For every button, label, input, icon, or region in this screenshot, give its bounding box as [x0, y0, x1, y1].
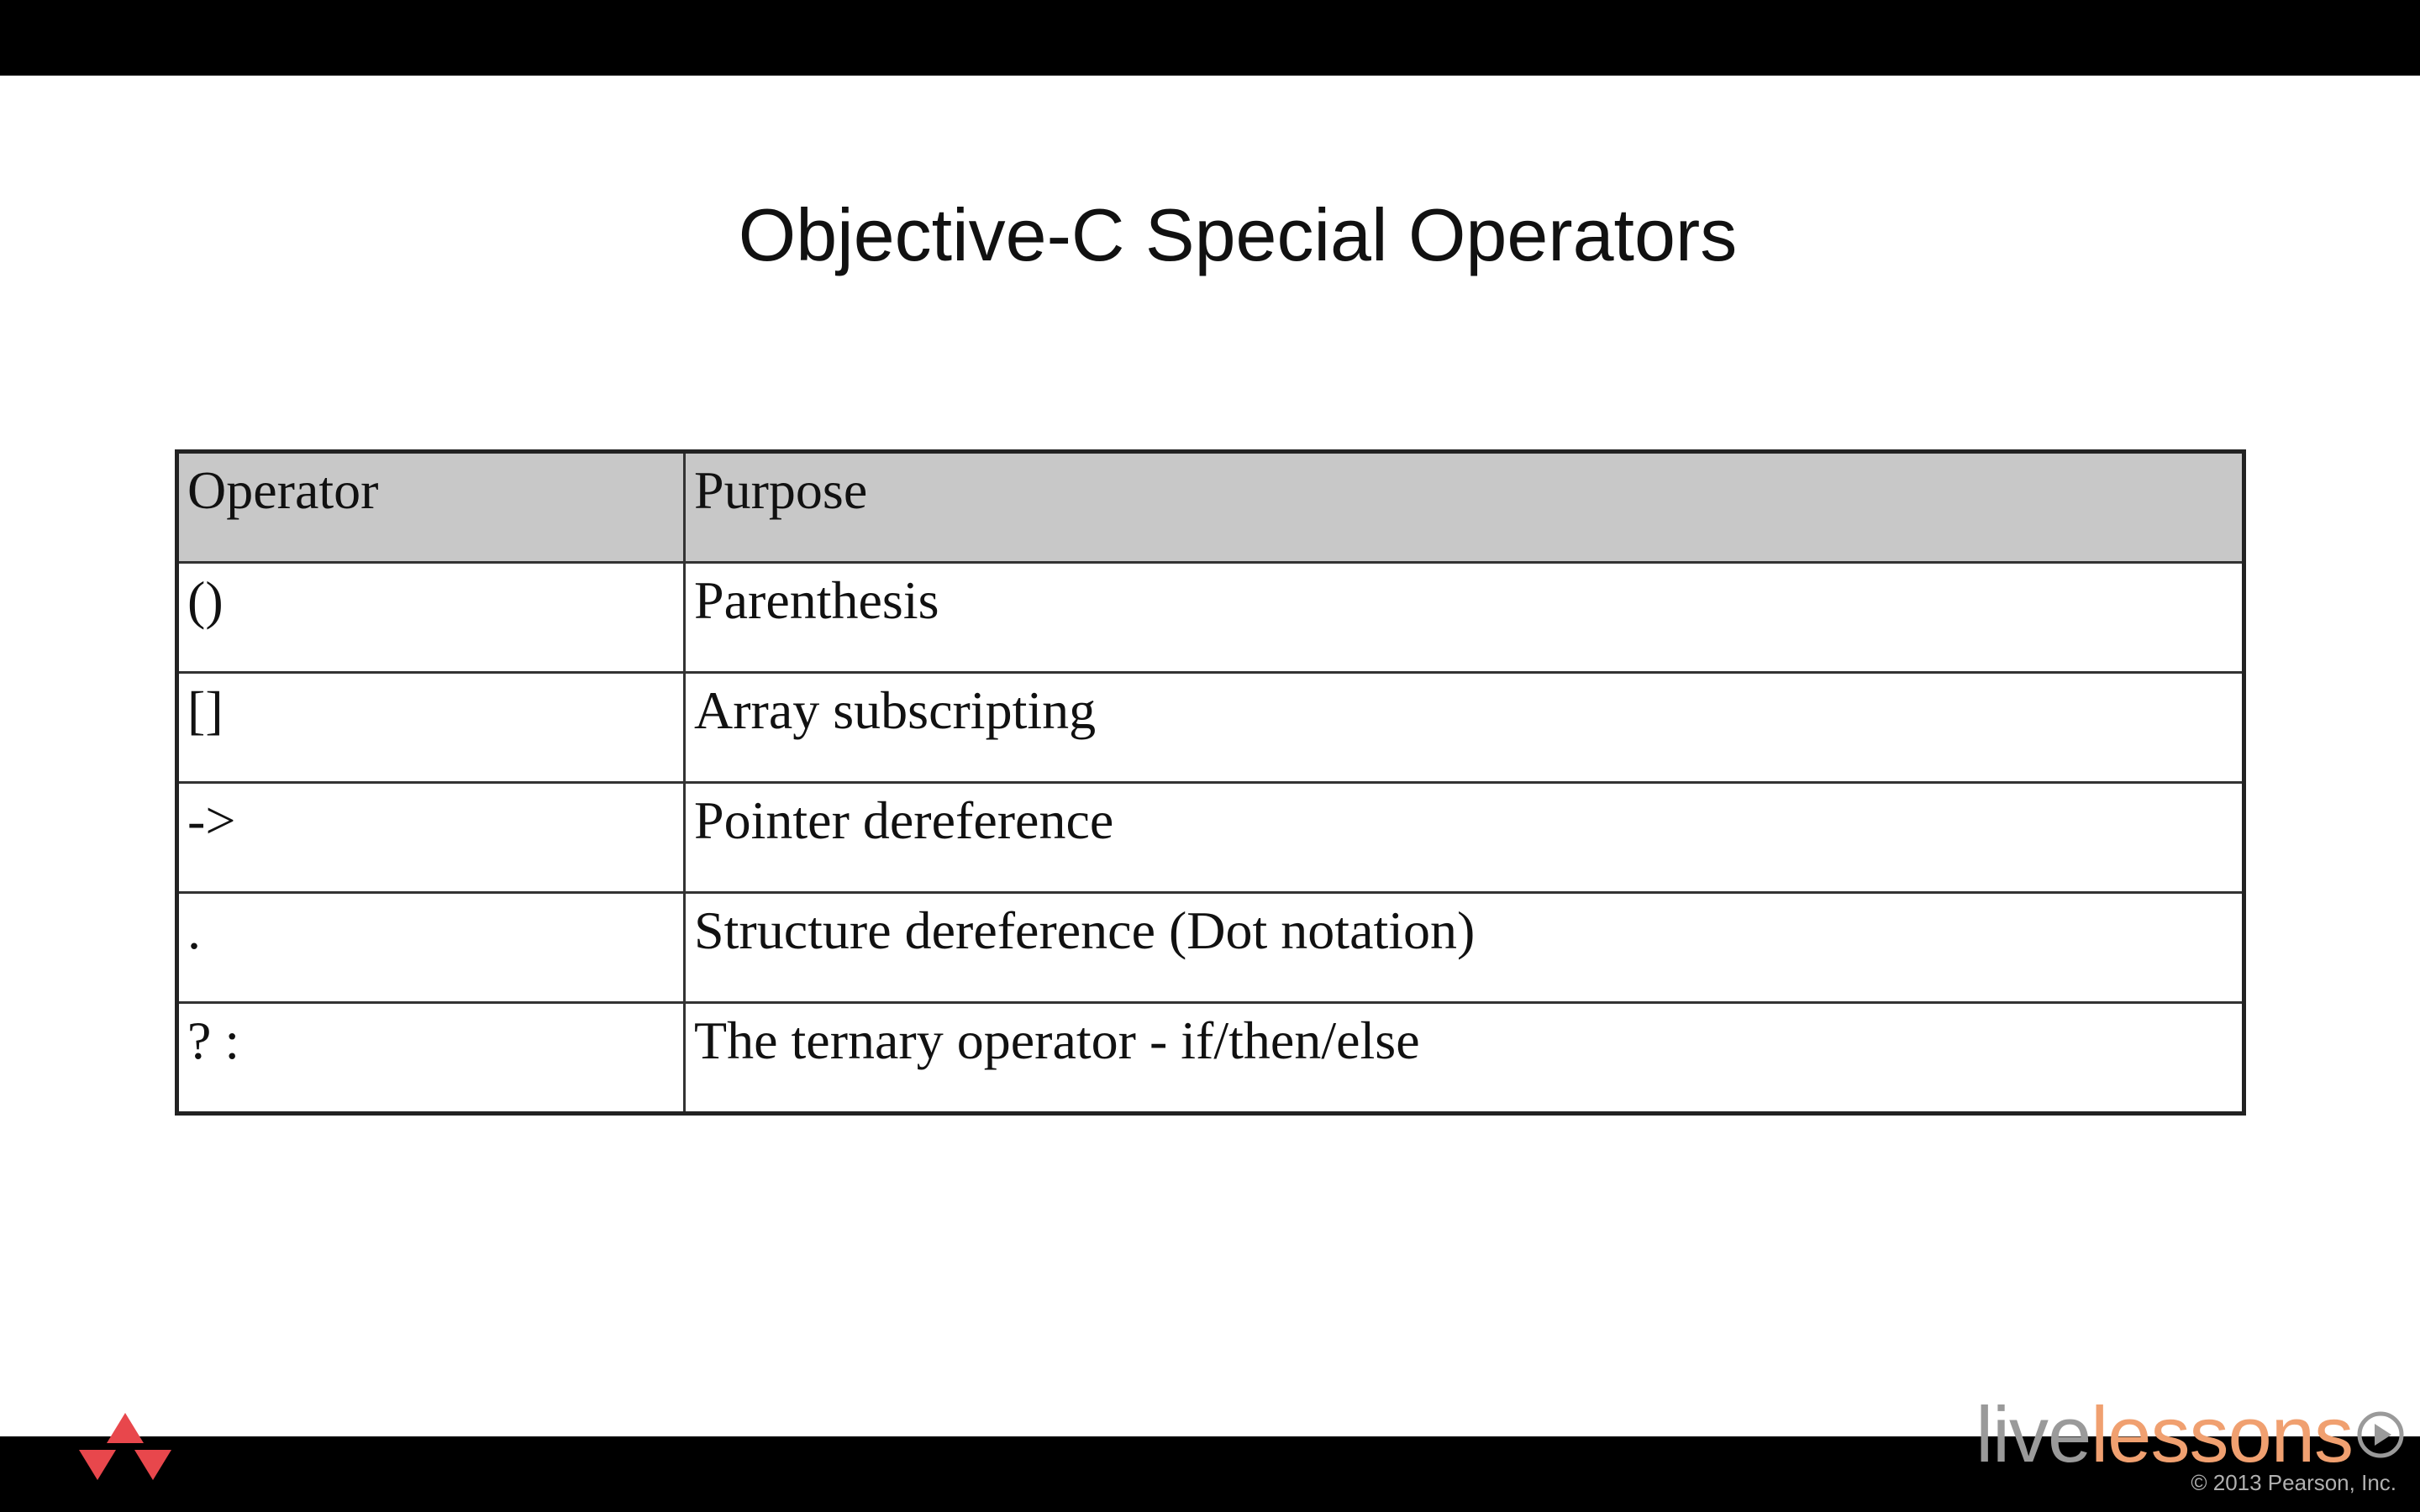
purpose-cell: Structure dereference (Dot notation)	[683, 891, 2245, 1004]
brand-lessons: lessons	[2091, 1390, 2354, 1478]
table-row: . Structure dereference (Dot notation)	[176, 891, 2245, 1004]
operator-cell: []	[176, 671, 686, 784]
brand-live: live	[1975, 1390, 2091, 1478]
slide-title: Objective-C Special Operators	[738, 193, 1738, 276]
table-row: -> Pointer dereference	[176, 781, 2245, 894]
purpose-cell: Array subscripting	[683, 671, 2245, 784]
purpose-cell: The ternary operator - if/then/else	[683, 1001, 2245, 1115]
operator-cell: ()	[176, 561, 686, 674]
slide: Objective-C Special Operators Operator P…	[0, 76, 2420, 1495]
operator-cell: ->	[176, 781, 686, 894]
purpose-cell: Pointer dereference	[683, 781, 2245, 894]
table-row: ? : The ternary operator - if/then/else	[176, 1001, 2245, 1115]
table-row: [] Array subscripting	[176, 671, 2245, 784]
publisher-triangle-icon	[79, 1413, 171, 1480]
table-header-row: Operator Purpose	[176, 450, 2245, 564]
operator-cell: .	[176, 891, 686, 1004]
header-operator: Operator	[176, 450, 686, 564]
operator-cell: ? :	[176, 1001, 686, 1115]
purpose-cell: Parenthesis	[683, 561, 2245, 674]
play-circle-icon	[2357, 1411, 2404, 1458]
header-purpose: Purpose	[683, 450, 2245, 564]
table-row: () Parenthesis	[176, 561, 2245, 674]
copyright-text: © 2013 Pearson, Inc.	[2191, 1470, 2396, 1495]
operators-table: Operator Purpose () Parenthesis [] Array…	[175, 449, 2246, 1116]
